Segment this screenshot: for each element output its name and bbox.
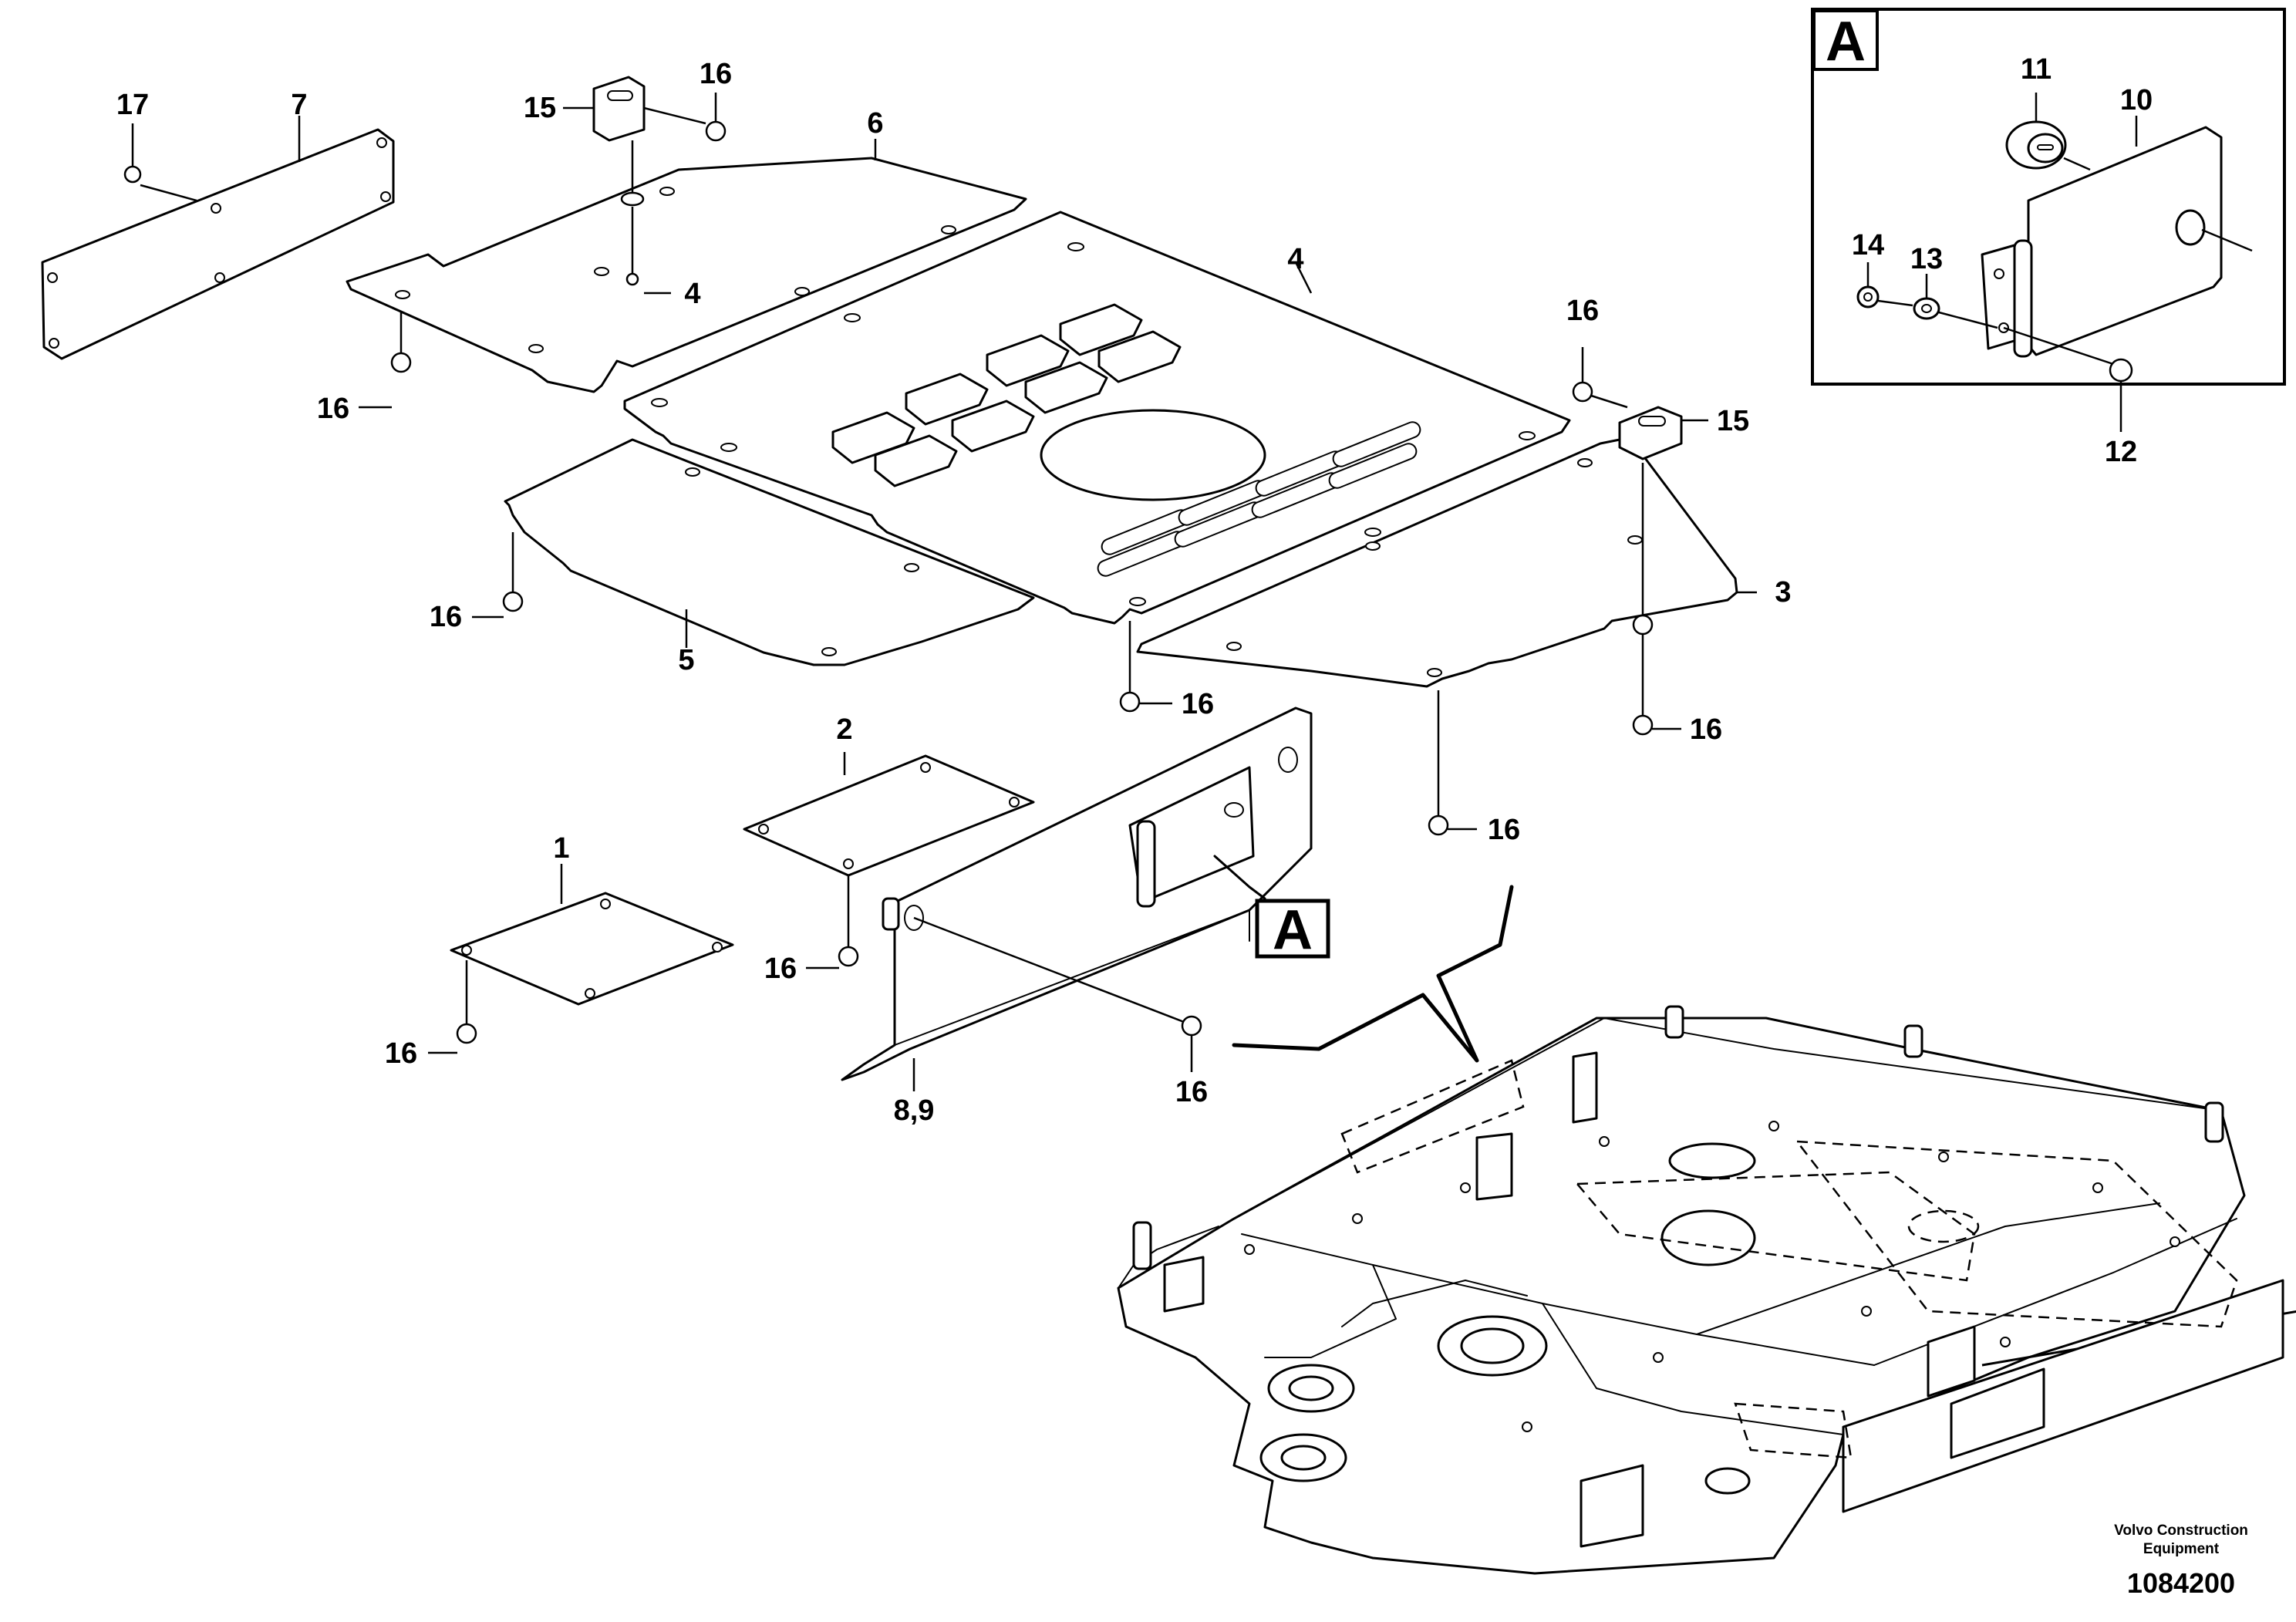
part-6-cover-plate: [346, 139, 1027, 393]
assembly-pointer: [1232, 885, 1514, 1063]
part-2-small-plate: [743, 752, 1035, 969]
callout-13: 13: [1910, 243, 1943, 275]
part-7-side-plate: [41, 116, 395, 360]
part-15-bracket-top: [563, 76, 727, 295]
callout-7: 7: [291, 89, 307, 121]
callout-3: 3: [1775, 576, 1791, 609]
callout-11: 11: [2021, 53, 2052, 86]
callout-16-lower-right: 16: [1488, 814, 1520, 846]
callout-10: 10: [2120, 84, 2153, 116]
callout-labels: 17 7 15 16 6 4 4 16 15 3 16 16 5 16 16 1…: [116, 53, 2153, 1127]
detail-view-a: A: [1811, 8, 2286, 432]
base-frame-assembly: [1117, 1005, 2296, 1575]
callout-6: 6: [867, 107, 883, 140]
part-4-top-plate: [623, 211, 1571, 625]
part-1-small-plate: [428, 864, 734, 1054]
callout-1: 1: [553, 832, 569, 865]
callout-4: 4: [1287, 243, 1303, 275]
callout-5: 5: [678, 644, 694, 676]
callout-16-plate-1: 16: [385, 1037, 417, 1070]
callout-16-center: 16: [1182, 688, 1214, 720]
callout-16-right-top: 16: [1566, 295, 1599, 327]
part-8-9-side-panel: [841, 706, 1313, 1091]
company-name-line2: Equipment: [2143, 1541, 2220, 1557]
louvre-group: [831, 303, 1182, 487]
callout-2: 2: [836, 713, 852, 746]
callout-16-plate-2: 16: [764, 953, 797, 985]
part-15-bracket-right: [1572, 347, 1708, 460]
callout-4-screw: 4: [684, 278, 700, 310]
detail-view-label: A: [1826, 11, 1866, 73]
detail-pointer-label: A: [1273, 899, 1313, 961]
slot-group: [1097, 421, 1421, 577]
branding-block: Volvo Construction Equipment 1084200: [2114, 1523, 2248, 1599]
company-name-line1: Volvo Construction: [2114, 1523, 2248, 1539]
bolt-16-set: [359, 312, 1681, 836]
callout-16-top: 16: [700, 58, 732, 90]
part-17-screw: [123, 123, 142, 184]
callout-16-right: 16: [1690, 713, 1722, 746]
callout-8-9: 8,9: [894, 1094, 935, 1127]
detail-pointer-a: A: [1255, 899, 1330, 961]
callout-14: 14: [1852, 229, 1884, 261]
callout-12: 12: [2105, 436, 2137, 468]
callout-15-top: 15: [524, 92, 556, 124]
callout-16-panel: 16: [1175, 1076, 1208, 1108]
part-5-cover-plate: [504, 438, 1035, 666]
callout-15-right: 15: [1717, 405, 1749, 437]
callout-16-mid-left: 16: [430, 601, 462, 633]
callout-16-left: 16: [317, 393, 349, 425]
drawing-number: 1084200: [2127, 1567, 2235, 1599]
callout-17: 17: [116, 89, 149, 121]
